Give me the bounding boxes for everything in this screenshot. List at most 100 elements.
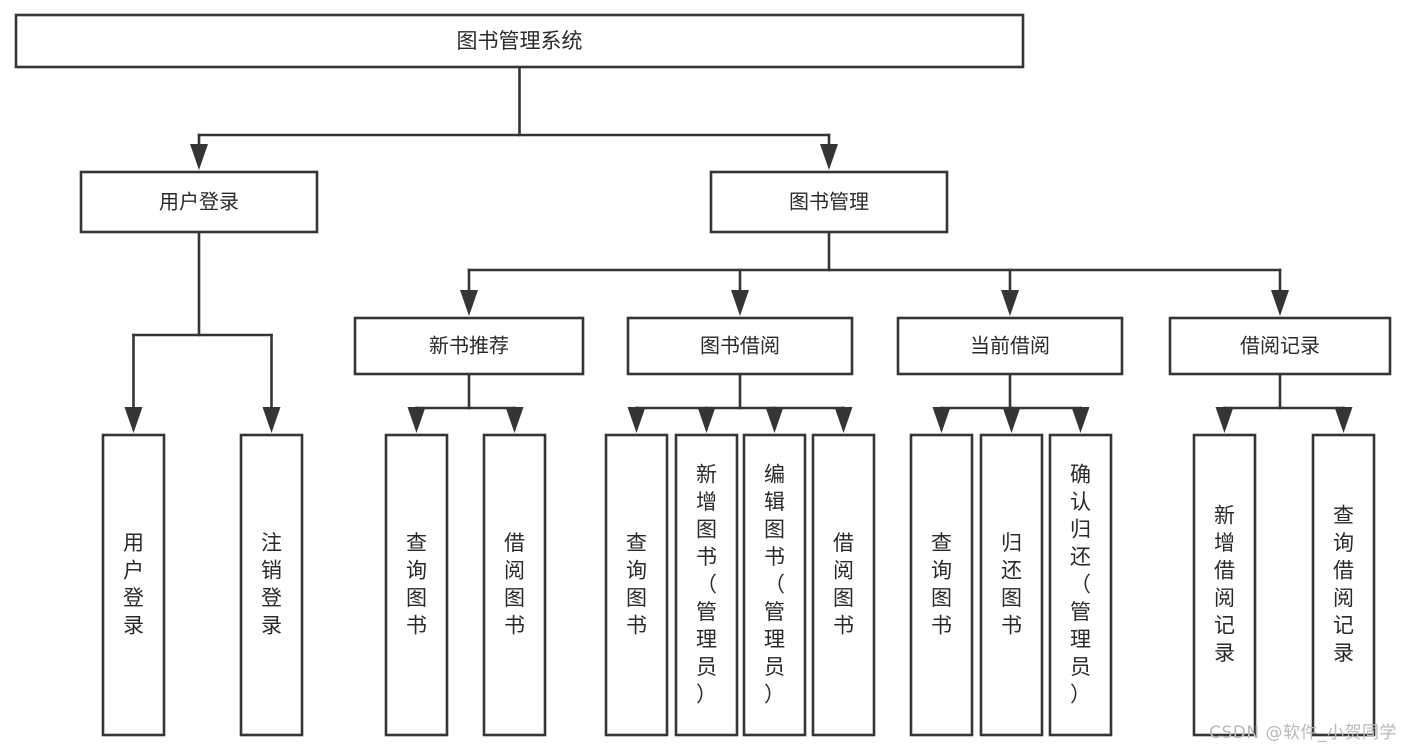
- arrow-to-book-borrow-head: [731, 290, 749, 316]
- leaf-label-leaf-query-book-2-char: 图: [626, 586, 647, 610]
- leaf-label-leaf-add-record-char: 借: [1214, 559, 1235, 583]
- leaf-label-leaf-user-login-char: 录: [123, 614, 144, 638]
- leaf-label-leaf-edit-book-char: 图: [764, 517, 785, 541]
- arrow-to-leaf-borrow-book-2-head: [834, 407, 853, 433]
- root-node-label: 图书管理系统: [457, 29, 583, 53]
- leaf-box-leaf-query-book-3[interactable]: [909, 433, 974, 737]
- node-box-borrow-records[interactable]: [1168, 316, 1392, 376]
- node-box-new-book-recommend[interactable]: [353, 316, 585, 376]
- arrow-to-book-management-head: [820, 144, 838, 170]
- node-box-user-login[interactable]: [79, 170, 319, 234]
- node-box-book-management[interactable]: [709, 170, 949, 234]
- leaf-box-leaf-borrow-book-2[interactable]: [811, 433, 876, 737]
- leaf-label-leaf-confirm-return-char: 认: [1070, 490, 1091, 514]
- leaf-label-leaf-query-record-char: 阅: [1333, 586, 1354, 610]
- leaf-label-leaf-add-record-char: 记: [1214, 614, 1235, 638]
- arrow-to-leaf-borrow-book-1-head: [505, 407, 524, 433]
- leaf-label-leaf-confirm-return-char: 管: [1070, 600, 1091, 624]
- leaf-box-leaf-user-logout[interactable]: [239, 433, 304, 737]
- arrow-to-leaf-add-record-head: [1215, 407, 1234, 433]
- leaf-label-leaf-edit-book-char: 管: [764, 600, 785, 624]
- leaf-box-leaf-add-book[interactable]: [674, 433, 739, 737]
- leaf-box-leaf-user-login[interactable]: [101, 433, 166, 737]
- node-label-book-borrow: 图书借阅: [700, 334, 780, 358]
- arrow-to-leaf-user-login-head: [124, 407, 143, 433]
- arrow-to-leaf-query-book-3-head: [932, 407, 951, 433]
- leaf-label-leaf-return-book-char: 书: [1001, 614, 1022, 638]
- leaf-label-leaf-query-record-char: 录: [1333, 641, 1354, 665]
- leaf-label-leaf-edit-book-char: 书: [764, 545, 785, 569]
- leaf-label-leaf-query-book-1-char: 书: [406, 614, 427, 638]
- node-label-current-borrow: 当前借阅: [970, 334, 1050, 358]
- leaf-label-leaf-add-book-char: 新: [696, 462, 717, 486]
- leaf-label-leaf-return-book-char: 图: [1001, 586, 1022, 610]
- leaf-label-leaf-query-book-2-char: 查: [626, 531, 647, 555]
- arrow-to-leaf-user-logout-head: [262, 407, 281, 433]
- leaf-label-leaf-borrow-book-1-char: 书: [504, 614, 525, 638]
- connectors-layer: [124, 65, 1353, 433]
- arrow-to-leaf-edit-book-head: [765, 407, 784, 433]
- leaf-label-leaf-user-login: 用户登录: [123, 531, 144, 638]
- arrow-to-leaf-confirm-return-head: [1071, 407, 1090, 433]
- leaf-label-leaf-add-book-char: （: [696, 572, 717, 596]
- node-label-book-management: 图书管理: [789, 190, 869, 214]
- leaf-box-leaf-query-book-2[interactable]: [604, 433, 669, 737]
- leaf-label-leaf-confirm-return-char: 确: [1070, 462, 1091, 486]
- leaf-label-leaf-add-record-char: 录: [1214, 641, 1235, 665]
- leaf-label-leaf-edit-book-char: （: [764, 572, 785, 596]
- node-box-current-borrow[interactable]: [896, 316, 1124, 376]
- leaf-box-leaf-query-book-1[interactable]: [384, 433, 449, 737]
- leaf-label-leaf-edit-book-char: 辑: [764, 490, 785, 514]
- arrow-to-leaf-add-book-head: [697, 407, 716, 433]
- leaf-label-leaf-borrow-book-2-char: 借: [833, 531, 854, 555]
- watermark: CSDN @软件_小贺同学: [1209, 723, 1397, 743]
- boxes-layer: [14, 13, 1392, 737]
- leaf-label-leaf-query-record-char: 借: [1333, 559, 1354, 583]
- leaf-label-leaf-add-book-char: ）: [696, 682, 717, 706]
- leaf-label-leaf-query-book-3-char: 图: [931, 586, 952, 610]
- leaf-label-leaf-confirm-return-char: 员: [1070, 655, 1091, 679]
- root-node-box[interactable]: [14, 13, 1025, 69]
- leaf-label-leaf-edit-book-char: 理: [764, 627, 785, 651]
- leaf-label-leaf-user-login-char: 用: [123, 531, 144, 555]
- leaf-box-leaf-query-record[interactable]: [1311, 433, 1376, 737]
- leaf-label-leaf-query-book-1-char: 询: [406, 559, 427, 583]
- arrow-to-user-login-head: [190, 144, 208, 170]
- node-box-book-borrow[interactable]: [626, 316, 854, 376]
- arrow-to-new-book-recommend-head: [460, 290, 478, 316]
- leaf-label-leaf-query-record-char: 查: [1333, 504, 1354, 528]
- leaf-label-leaf-add-record-char: 阅: [1214, 586, 1235, 610]
- leaf-box-leaf-confirm-return[interactable]: [1048, 433, 1113, 737]
- leaf-box-leaf-edit-book[interactable]: [742, 433, 807, 737]
- leaf-label-leaf-query-book-2-char: 询: [626, 559, 647, 583]
- leaf-label-leaf-borrow-book-1-char: 阅: [504, 559, 525, 583]
- node-label-borrow-records: 借阅记录: [1240, 334, 1320, 358]
- leaf-label-leaf-add-record-char: 增: [1214, 531, 1235, 555]
- leaf-box-leaf-add-record[interactable]: [1192, 433, 1257, 737]
- leaf-label-leaf-add-record-char: 新: [1214, 504, 1235, 528]
- arrow-to-leaf-query-book-1-head: [407, 407, 426, 433]
- leaf-label-leaf-user-logout-char: 注: [261, 531, 282, 555]
- leaf-label-leaf-edit-book-char: ）: [764, 682, 785, 706]
- leaf-box-leaf-return-book[interactable]: [979, 433, 1044, 737]
- arrow-to-borrow-records-head: [1271, 290, 1289, 316]
- leaf-label-leaf-borrow-book-2-char: 阅: [833, 559, 854, 583]
- labels-layer: 图书管理系统用户登录图书管理新书推荐图书借阅当前借阅借阅记录用户登录注销登录查询…: [123, 29, 1354, 706]
- arrow-to-leaf-query-book-2-head: [627, 407, 646, 433]
- leaf-label-leaf-query-book-1-char: 查: [406, 531, 427, 555]
- leaf-label-leaf-confirm-return-char: 归: [1070, 517, 1091, 541]
- leaf-box-leaf-borrow-book-1[interactable]: [482, 433, 547, 737]
- leaf-label-leaf-query-book-3-char: 查: [931, 531, 952, 555]
- leaf-label-leaf-borrow-book-1-char: 图: [504, 586, 525, 610]
- leaf-label-leaf-query-book-2-char: 书: [626, 614, 647, 638]
